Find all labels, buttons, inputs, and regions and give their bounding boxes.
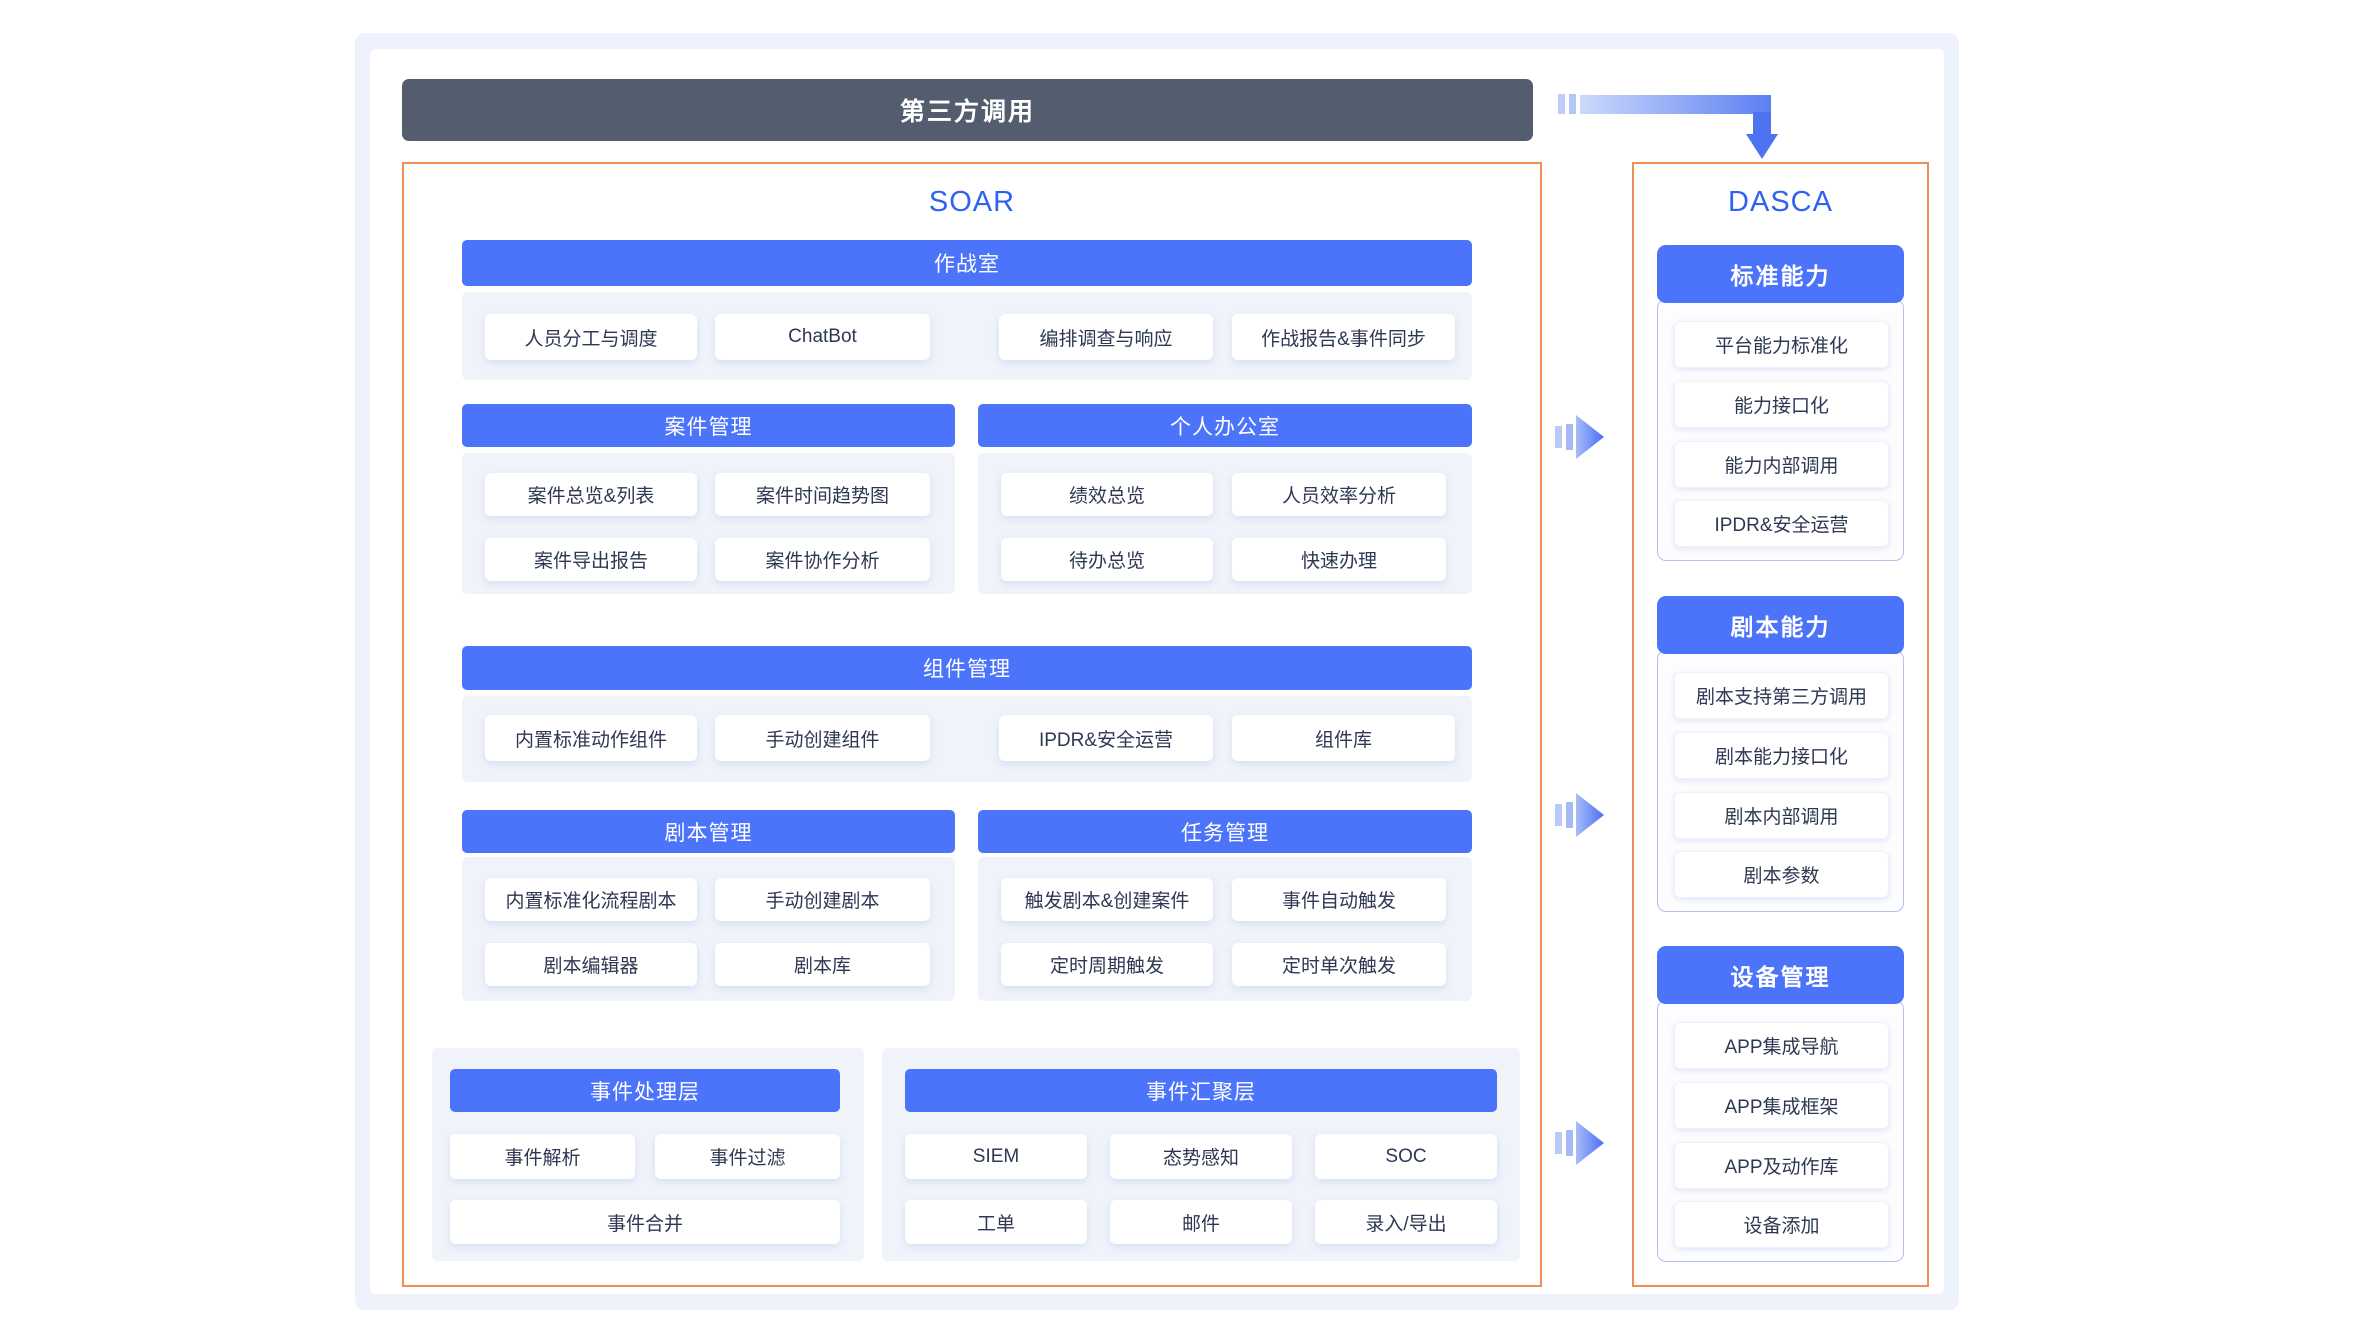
section-header-event-processing: 事件处理层 xyxy=(450,1069,840,1112)
item-button: ChatBot xyxy=(715,314,930,360)
flow-arrow-icon xyxy=(1555,415,1604,459)
group-header: 剧本能力 xyxy=(1657,596,1904,654)
war-room-panel: 人员分工与调度 ChatBot 编排调查与响应 作战报告&事件同步 xyxy=(462,292,1472,380)
dasca-group-standard-capability: 标准能力 平台能力标准化 能力接口化 能力内部调用 IPDR&安全运营 xyxy=(1657,245,1904,561)
component-mgmt-panel: 内置标准动作组件 手动创建组件 IPDR&安全运营 组件库 xyxy=(462,696,1472,782)
item-button: IPDR&安全运营 xyxy=(1674,500,1889,547)
item-button: 设备添加 xyxy=(1674,1201,1889,1248)
elbow-arrow-icon xyxy=(1558,94,1778,159)
group-header: 标准能力 xyxy=(1657,245,1904,303)
item-button: 能力接口化 xyxy=(1674,381,1889,428)
item-button: 剧本参数 xyxy=(1674,851,1889,898)
flow-arrow-icon xyxy=(1555,1121,1604,1165)
section-header-personal-office: 个人办公室 xyxy=(978,404,1472,447)
group-items-container: 剧本支持第三方调用 剧本能力接口化 剧本内部调用 剧本参数 xyxy=(1657,650,1904,912)
item-button: 手动创建剧本 xyxy=(715,878,930,921)
item-button: SIEM xyxy=(905,1134,1087,1179)
section-header-task-mgmt: 任务管理 xyxy=(978,810,1472,853)
diagram-panel: 第三方调用 xyxy=(370,49,1944,1294)
item-button: 案件协作分析 xyxy=(715,538,930,581)
item-button: 绩效总览 xyxy=(1001,473,1213,516)
item-button: SOC xyxy=(1315,1134,1497,1179)
item-button: 内置标准化流程剧本 xyxy=(485,878,697,921)
dasca-group-playbook-capability: 剧本能力 剧本支持第三方调用 剧本能力接口化 剧本内部调用 剧本参数 xyxy=(1657,596,1904,912)
item-button: 事件合并 xyxy=(450,1200,840,1244)
item-button: 组件库 xyxy=(1232,715,1455,761)
item-button: 案件导出报告 xyxy=(485,538,697,581)
item-button: 案件总览&列表 xyxy=(485,473,697,516)
item-button: APP集成导航 xyxy=(1674,1022,1889,1069)
item-button: 剧本能力接口化 xyxy=(1674,732,1889,779)
item-button: 快速办理 xyxy=(1232,538,1446,581)
item-button: 人员效率分析 xyxy=(1232,473,1446,516)
item-button: APP集成框架 xyxy=(1674,1082,1889,1129)
flow-arrow-icon xyxy=(1555,793,1604,837)
group-header: 设备管理 xyxy=(1657,946,1904,1004)
item-button: 剧本内部调用 xyxy=(1674,792,1889,839)
section-header-event-aggregation: 事件汇聚层 xyxy=(905,1069,1497,1112)
event-aggregation-panel: 事件汇聚层 SIEM 态势感知 SOC 工单 邮件 录入/导出 xyxy=(882,1048,1520,1261)
dasca-group-device-mgmt: 设备管理 APP集成导航 APP集成框架 APP及动作库 设备添加 xyxy=(1657,946,1904,1262)
item-button: 态势感知 xyxy=(1110,1134,1292,1179)
item-button: 编排调查与响应 xyxy=(999,314,1213,360)
soar-box: SOAR 作战室 人员分工与调度 ChatBot 编排调查与响应 作战报告&事件… xyxy=(402,162,1542,1287)
item-button: IPDR&安全运营 xyxy=(999,715,1213,761)
soar-title: SOAR xyxy=(928,186,1016,218)
item-button: 手动创建组件 xyxy=(715,715,930,761)
case-mgmt-panel: 案件总览&列表 案件时间趋势图 案件导出报告 案件协作分析 xyxy=(462,453,955,594)
section-header-war-room: 作战室 xyxy=(462,240,1472,286)
item-button: 剧本支持第三方调用 xyxy=(1674,672,1889,719)
item-button: APP及动作库 xyxy=(1674,1142,1889,1189)
group-items-container: 平台能力标准化 能力接口化 能力内部调用 IPDR&安全运营 xyxy=(1657,299,1904,561)
playbook-mgmt-panel: 内置标准化流程剧本 手动创建剧本 剧本编辑器 剧本库 xyxy=(462,857,955,1001)
event-processing-panel: 事件处理层 事件解析 事件过滤 事件合并 xyxy=(432,1048,864,1261)
item-button: 案件时间趋势图 xyxy=(715,473,930,516)
item-button: 事件解析 xyxy=(450,1134,635,1179)
third-party-call-bar: 第三方调用 xyxy=(402,79,1533,141)
item-button: 作战报告&事件同步 xyxy=(1232,314,1455,360)
item-button: 定时单次触发 xyxy=(1232,943,1446,986)
group-items-container: APP集成导航 APP集成框架 APP及动作库 设备添加 xyxy=(1657,1000,1904,1262)
item-button: 剧本库 xyxy=(715,943,930,986)
item-button: 事件自动触发 xyxy=(1232,878,1446,921)
item-button: 待办总览 xyxy=(1001,538,1213,581)
item-button: 剧本编辑器 xyxy=(485,943,697,986)
dasca-title: DASCA xyxy=(1728,186,1833,218)
item-button: 平台能力标准化 xyxy=(1674,321,1889,368)
item-button: 人员分工与调度 xyxy=(485,314,697,360)
section-header-case-mgmt: 案件管理 xyxy=(462,404,955,447)
item-button: 工单 xyxy=(905,1200,1087,1244)
task-mgmt-panel: 触发剧本&创建案件 事件自动触发 定时周期触发 定时单次触发 xyxy=(978,857,1472,1001)
personal-office-panel: 绩效总览 人员效率分析 待办总览 快速办理 xyxy=(978,453,1472,594)
item-button: 定时周期触发 xyxy=(1001,943,1213,986)
item-button: 录入/导出 xyxy=(1315,1200,1497,1244)
item-button: 能力内部调用 xyxy=(1674,441,1889,488)
section-header-playbook-mgmt: 剧本管理 xyxy=(462,810,955,853)
section-header-component-mgmt: 组件管理 xyxy=(462,646,1472,690)
item-button: 触发剧本&创建案件 xyxy=(1001,878,1213,921)
item-button: 邮件 xyxy=(1110,1200,1292,1244)
item-button: 事件过滤 xyxy=(655,1134,840,1179)
item-button: 内置标准动作组件 xyxy=(485,715,697,761)
dasca-box: DASCA 标准能力 平台能力标准化 能力接口化 能力内部调用 IPDR&安全运… xyxy=(1632,162,1929,1287)
